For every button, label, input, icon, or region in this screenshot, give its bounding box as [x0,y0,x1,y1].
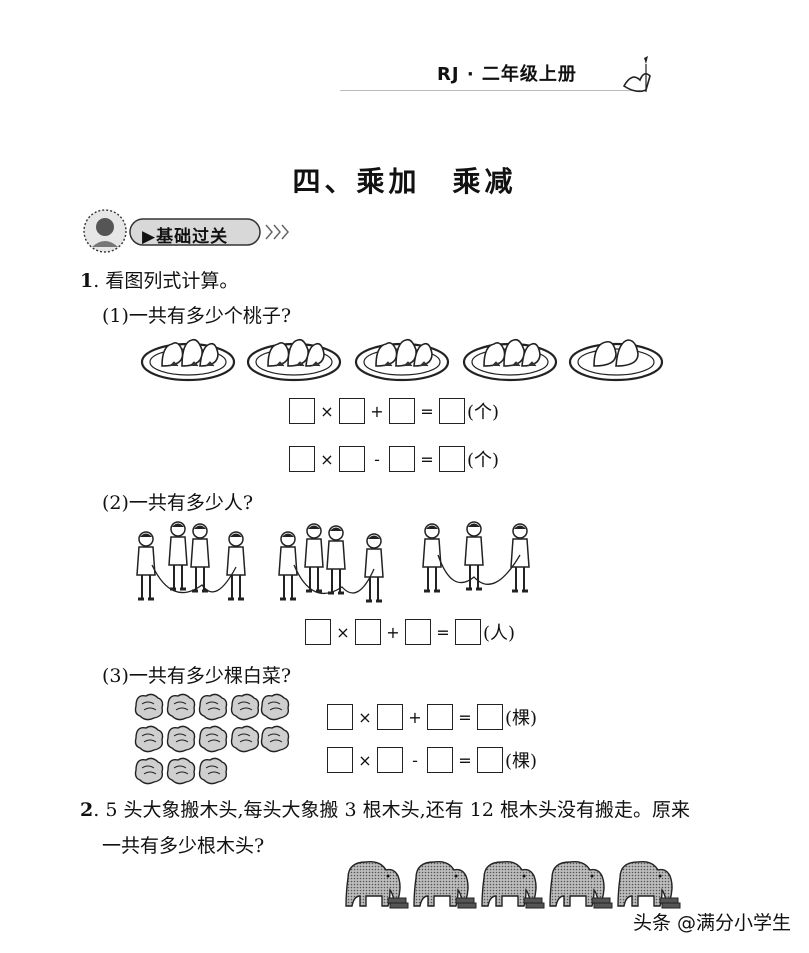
cabbage-icon [260,725,290,753]
question-2-text-line-2: 一共有多少根木头? [102,835,265,857]
equation-3-2: × - = (棵) [327,747,537,773]
plus-sign: + [386,622,400,642]
cabbage-icon [134,757,164,785]
times-sign: × [320,449,334,469]
cabbage-icon [198,693,228,721]
corner-decoration-icon [622,56,651,93]
cabbage-icon [198,757,228,785]
cabbage-grid-illustration [134,693,290,785]
subquestion-2-label: (2)一共有多少人? [102,492,254,514]
child-icon [303,522,325,593]
peach-plate-icon [568,338,664,382]
answer-box[interactable] [289,398,315,424]
answer-box[interactable] [439,398,465,424]
answer-box[interactable] [289,446,315,472]
child-icon [463,520,485,591]
subquestion-1-label: (1)一共有多少个桃子? [102,305,292,327]
answer-box[interactable] [477,704,503,730]
answer-box[interactable] [389,398,415,424]
cabbage-icon [166,757,196,785]
answer-box[interactable] [439,446,465,472]
answer-box[interactable] [339,398,365,424]
peach-plates-illustration [140,338,664,382]
times-sign: × [358,707,372,727]
cabbage-icon [260,693,290,721]
answer-box[interactable] [327,747,353,773]
subquestion-3-label: (3)一共有多少棵白菜? [102,665,292,687]
cabbage-icon [230,725,260,753]
child-icon [363,532,385,603]
equals-sign: = [420,401,434,421]
equation-1-2: × - = (个) [289,446,499,472]
equation-2-1: × + = (人) [305,619,515,645]
answer-box[interactable] [377,704,403,730]
question-2-prompt: 2. 5 头大象搬木头,每头大象搬 3 根木头,还有 12 根木头没有搬走。原来 [80,795,690,822]
peach-plate-icon [140,338,236,382]
unit-label: (棵) [505,751,538,772]
answer-box[interactable] [339,446,365,472]
unit-label: (人) [483,623,516,644]
elephant-icon [345,860,409,909]
answer-box[interactable] [405,619,431,645]
times-sign: × [336,622,350,642]
answer-box[interactable] [477,747,503,773]
section-badge-graphic [83,209,289,253]
page-title: 四、乘加 乘减 [292,165,517,198]
question-2-number: 2 [80,799,94,821]
equation-1-1: × + = (个) [289,398,499,424]
question-1-text: . 看图列式计算。 [93,270,239,292]
elephants-carrying-logs-illustration [345,860,681,909]
cabbage-icon [230,693,260,721]
cabbage-icon [134,725,164,753]
book-edition-header: RJ · 二年级上册 [437,64,577,85]
question-1-number: 1 [80,270,94,292]
question-2-text-line-1: . 5 头大象搬木头,每头大象搬 3 根木头,还有 12 根木头没有搬走。原来 [93,799,690,821]
plus-sign: + [370,401,384,421]
equals-sign: = [436,622,450,642]
unit-label: (棵) [505,708,538,729]
equals-sign: = [420,449,434,469]
cabbage-icon [198,725,228,753]
answer-box[interactable] [427,704,453,730]
unit-label: (个) [467,402,500,423]
unit-label: (个) [467,450,500,471]
answer-box[interactable] [389,446,415,472]
answer-box[interactable] [305,619,331,645]
elephant-icon [617,860,681,909]
plus-sign: + [408,707,422,727]
question-1-prompt: 1. 看图列式计算。 [80,266,238,293]
cabbage-icon [134,693,164,721]
child-icon [509,522,531,593]
jump-rope-children-illustration [135,520,531,603]
peach-plate-icon [462,338,558,382]
equation-3-1: × + = (棵) [327,704,537,730]
equals-sign: = [458,707,472,727]
answer-box[interactable] [455,619,481,645]
times-sign: × [358,750,372,770]
times-sign: × [320,401,334,421]
elephant-icon [549,860,613,909]
child-icon [225,530,247,601]
cabbage-icon [166,693,196,721]
child-icon [167,520,189,591]
section-badge-label: ▶基础过关 [142,227,229,247]
child-icon [189,522,211,593]
minus-sign: - [374,449,380,469]
elephant-icon [413,860,477,909]
child-icon [325,524,347,595]
answer-box[interactable] [355,619,381,645]
peach-plate-icon [246,338,342,382]
minus-sign: - [412,750,418,770]
answer-box[interactable] [327,704,353,730]
watermark: 头条 @满分小学生 [632,912,791,934]
header-rule [340,90,640,91]
answer-box[interactable] [427,747,453,773]
cabbage-icon [166,725,196,753]
peach-plate-icon [354,338,450,382]
equals-sign: = [458,750,472,770]
elephant-icon [481,860,545,909]
answer-box[interactable] [377,747,403,773]
